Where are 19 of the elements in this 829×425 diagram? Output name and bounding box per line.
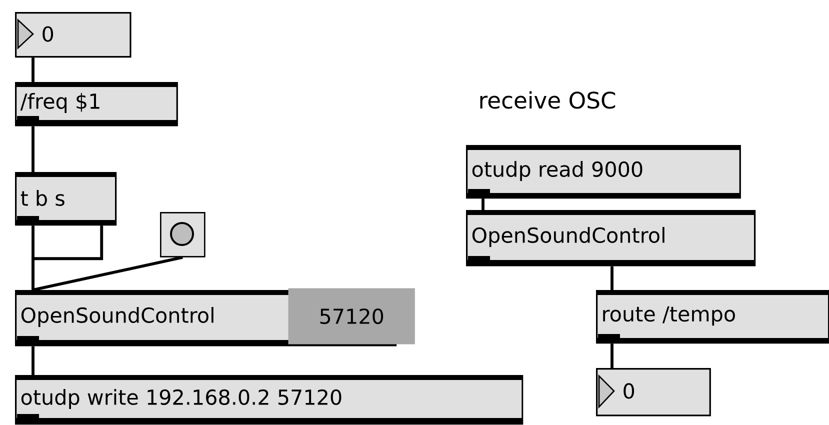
patch-cord (32, 256, 183, 292)
patch-cord (32, 346, 34, 375)
patch-cord (610, 344, 614, 368)
patch-cord (482, 198, 484, 210)
patch-cord (32, 226, 104, 290)
number-box: 0 (15, 12, 132, 58)
object-box: OpenSoundControl (466, 210, 756, 266)
object-box: route /tempo (596, 290, 829, 344)
bang-button (160, 212, 206, 258)
value-overlay: 57120 (288, 288, 415, 344)
patch-cord (610, 266, 614, 290)
object-box: t b s (15, 172, 117, 226)
object-box: /freq $1 (15, 82, 178, 126)
caption-text: receive OSC (480, 91, 616, 109)
patch-cord (32, 126, 34, 172)
object-box: otudp read 9000 (466, 145, 741, 199)
number-box: 0 (596, 368, 711, 416)
object-box: otudp write 192.168.0.2 57120 (15, 375, 524, 425)
patch-cord (32, 58, 34, 82)
